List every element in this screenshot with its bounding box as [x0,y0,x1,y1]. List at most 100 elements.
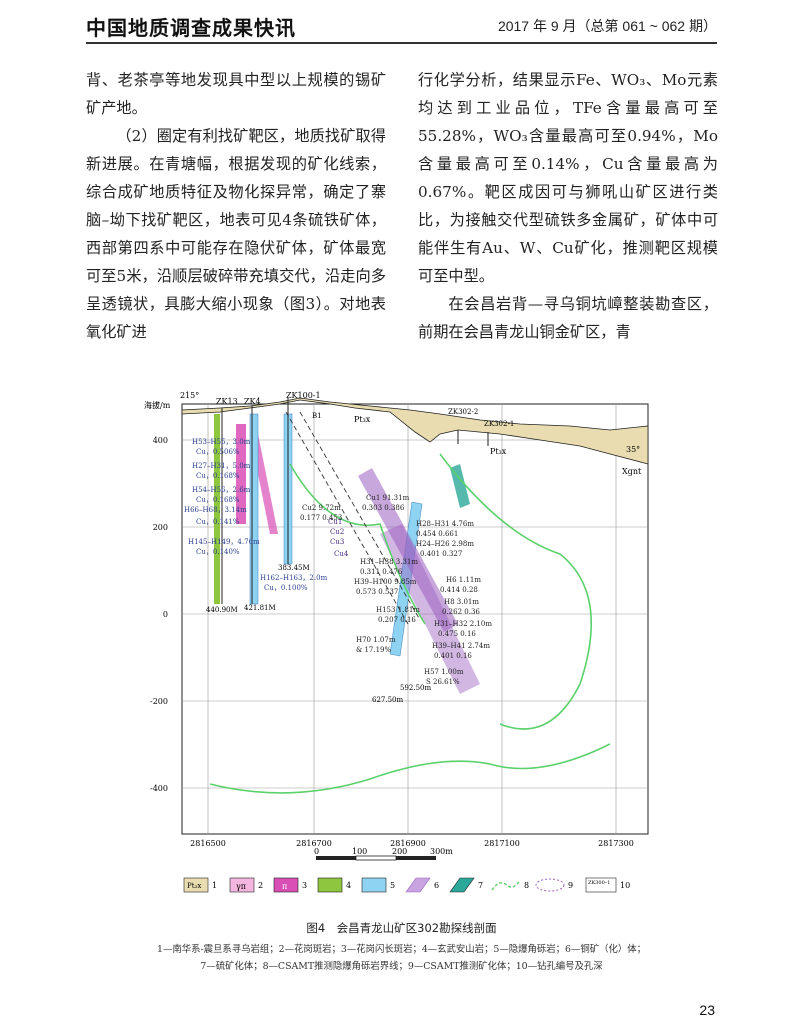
ylabel: 海拔/m [144,400,171,410]
ann-5: Cu，0.168% [196,496,240,504]
legend-num-7: 7 [478,881,483,890]
page-number: 23 [699,1002,715,1018]
ann-8: H145–H149，4.76m [188,538,260,546]
legend-num-2: 2 [258,881,263,890]
ann-34: H39–H41 2.74m [432,642,490,650]
unit-cu1: Cu1 [328,518,342,526]
left-annotations: H53–H55，3.0m Cu，0.506% H27–H31，5.0m Cu，0… [184,438,328,592]
copper-orebody-1 [358,468,458,632]
legend-notes-line-2: 7—硫矿化体；8—CSAMT推测隐爆角砾岩界线；9—CSAMT推测矿化体；10—… [200,961,603,972]
legend-num-1: 1 [212,881,217,890]
ann-20: H31–H38 3.31m [360,558,418,566]
frame [181,403,649,835]
legend-sym-3: π [282,882,287,891]
ann-31: 0.475 0.16 [438,630,476,638]
x-tick-2: 2816700 [296,839,332,848]
drill-holes [221,398,489,604]
depth-deep-2: 592.50m [400,684,431,692]
hole-zk302-1: ZK302-1 [484,420,514,428]
ann-7: Cu，0.141% [196,518,240,526]
breccia-zk4 [249,413,259,605]
left-paragraph-1: 背、老茶亭等地发现具中型以上规模的锡矿矿产地。 [86,71,386,117]
section-svg: 海拔/m 215° 35° 400 200 0 -200 -400 281650… [144,391,649,893]
y-tick-neg400: -400 [150,784,168,793]
ann-35: 0.401 0.16 [434,652,472,660]
right-paragraph-2: 在会昌岩背—寻乌铜坑嶂整装勘查区，前期在会昌青龙山铜金矿区，青 [418,295,718,341]
unit-pt3x-a: Pt₃x [354,415,371,424]
depth-zk13: 440.90M [206,606,238,614]
y-tick-400: 400 [153,436,168,445]
depth-deep: 627.50m [372,696,403,704]
ann-27: 0.262 0.36 [442,608,480,616]
ann-26: H8 3.01m [444,598,479,606]
legend-sym-10: ZK300–1 [588,880,610,886]
x-tick-5: 2817300 [598,839,634,848]
ann-19: 0.401 0.327 [420,550,462,558]
journal-title: 中国地质调查成果快讯 [86,16,296,40]
ann-25: 0.414 0.28 [440,586,478,594]
legend-num-10: 10 [620,881,630,890]
ann-18: H24–H26 2.98m [416,540,474,548]
ann-13: 0.303 0.386 [362,504,405,512]
unit-xgnt: Xgnt [622,467,642,476]
unit-pt3x-b: Pt₃x [490,447,507,456]
left-column: 背、老茶亭等地发现具中型以上规模的锡矿矿产地。 （2）圈定有利找矿靶区，地质找矿… [86,66,386,346]
ann-1: Cu，0.506% [196,448,240,456]
copper-orebody-2 [380,524,480,694]
legend-num-5: 5 [390,881,395,890]
ann-22: H39–H100 9.85m [354,578,417,586]
unit-cu3: Cu3 [330,538,344,546]
legend-num-9: 9 [568,881,573,890]
ann-15: 0.177 0.453 [300,514,342,522]
ann-12: Cu1 91.31m [366,494,410,502]
legend-sym-1: Pt₃x [187,882,201,890]
legend-sym-2: γπ [236,882,246,891]
ann-16: H28–H31 4.76m [416,520,474,528]
unit-cu4: Cu4 [334,550,349,558]
legend-num-8: 8 [524,881,529,890]
scale-300: 300m [430,847,453,856]
scale-0: 0 [314,847,319,856]
scale-bar: 0 100 200 300m [314,847,453,861]
legend-notes-line-1: 1—南华系-震旦系寻乌岩组；2—花岗斑岩；3—花岗闪长斑岩；4—玄武安山岩；5—… [157,944,646,955]
surface-layer [181,397,649,465]
y-tick-200: 200 [153,523,168,532]
figure-caption: 图4 会昌青龙山矿区302勘探线剖面 [306,921,497,935]
granite-porphyry [236,424,246,524]
ann-21: 0.311 0.476 [360,568,403,576]
legend-num-4: 4 [346,881,351,890]
ann-24: H6 1.11m [446,576,481,584]
ann-11: Cu，0.100% [264,584,308,592]
ann-9: Cu，0.140% [196,548,240,556]
y-tick-0: 0 [163,610,168,619]
x-tick-3: 2816900 [390,839,426,848]
legend-num-3: 3 [302,881,307,890]
right-column: 行化学分析，结果显示Fe、WO₃、Mo元素均达到工业品位，TFe含量最高可至55… [418,66,718,346]
header-rule [86,42,717,44]
scale-200: 200 [392,847,407,856]
ann-17: 0.454 0.661 [416,530,458,538]
unit-cu2: Cu2 [330,528,344,536]
azimuth-left: 215° [180,391,199,400]
x-tick-4: 2817100 [484,839,520,848]
right-paragraph-1: 行化学分析，结果显示Fe、WO₃、Mo元素均达到工业品位，TFe含量最高可至55… [418,71,718,285]
azimuth-right: 35° [626,445,640,454]
left-paragraph-2: （2）圈定有利找矿靶区，地质找矿取得新进展。在青塘幅，根据发现的矿化线索，综合成… [86,127,386,341]
legend-notes: 1—南华系-震旦系寻乌岩组；2—花岗斑岩；3—花岗闪长斑岩；4—玄武安山岩；5—… [100,941,703,975]
ann-29: 0.207 0.16 [378,616,416,624]
ann-23: 0.573 0.537 [356,588,398,596]
ann-0: H53–H55，3.0m [192,438,251,446]
y-tick-neg200: -200 [150,697,168,706]
central-annotations: Cu1 91.31m 0.303 0.386 Cu2 9.72m 0.177 0… [300,494,492,686]
ann-14: Cu2 9.72m [302,504,341,512]
csamt-breccia-boundary [289,453,593,730]
depth-zk4: 421.81M [244,604,276,612]
page-header: 中国地质调查成果快讯 2017 年 9 月（总第 061 ~ 062 期） [86,12,717,42]
ann-33: & 17.19% [356,646,391,654]
hole-zk4: ZK4 [244,397,261,406]
ann-2: H27–H31，5.0m [192,462,251,470]
unit-b1: B1 [312,412,322,420]
faults [285,411,421,625]
scale-100: 100 [352,847,367,856]
ann-30: H31–H32 2.10m [434,620,492,628]
